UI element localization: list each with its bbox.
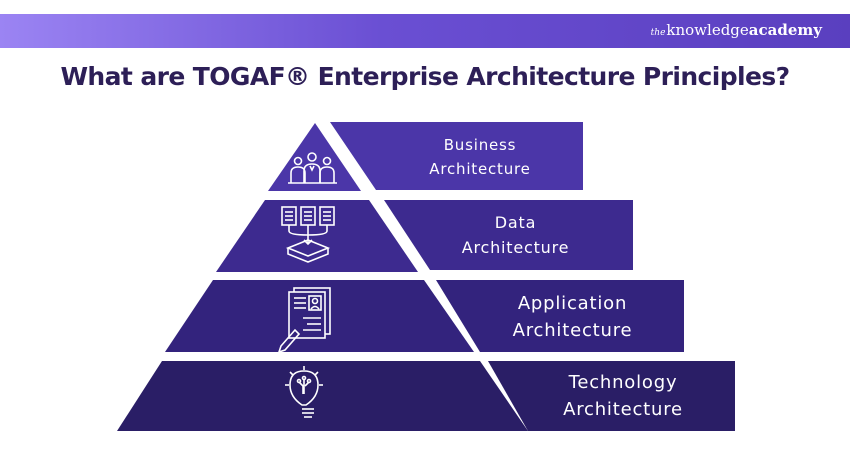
team-icon (288, 152, 337, 184)
brand-bold: academy (748, 21, 822, 39)
pyramid-level-4 (117, 361, 528, 431)
brand-word: knowledge (666, 21, 749, 39)
label-business: Business Architecture (429, 136, 531, 178)
brand-logo: the knowledge academy (651, 21, 822, 39)
level-1-band (330, 122, 583, 190)
page-title: What are TOGAF® Enterprise Architecture … (60, 62, 790, 91)
lightbulb-circuit-icon (285, 366, 323, 418)
documents-database-icon (281, 206, 335, 263)
header-bar (0, 14, 850, 48)
label-application: Application Architecture (512, 293, 633, 341)
application-form-icon (277, 287, 331, 354)
label-data: Data Architecture (461, 213, 570, 257)
pyramid-level-2 (216, 200, 418, 272)
label-technology: Technology Architecture (563, 372, 683, 420)
level-3-band (436, 280, 684, 352)
level-2-band (384, 200, 633, 270)
level-4-band (488, 361, 735, 431)
brand-prefix: the (650, 28, 666, 38)
